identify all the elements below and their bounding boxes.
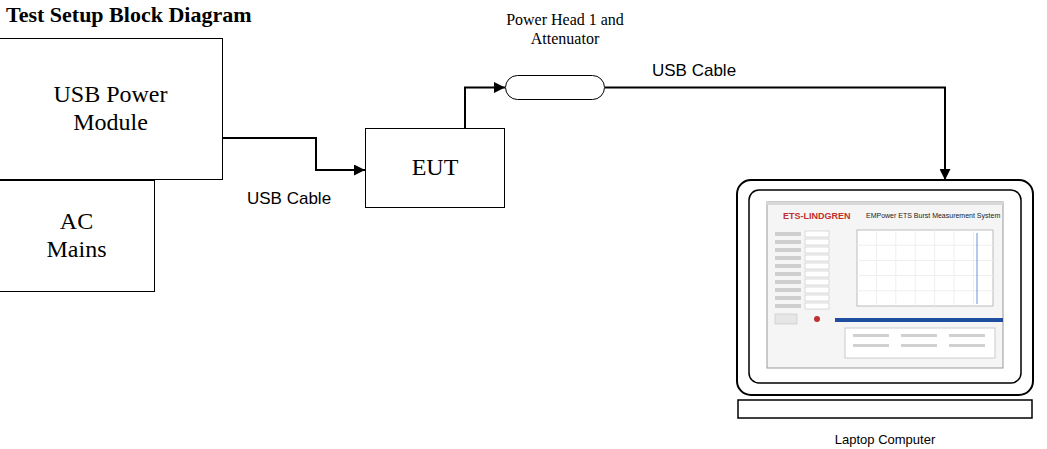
laptop-screen: [737, 180, 1033, 395]
cable-label: USB Cable: [650, 61, 738, 81]
screen-bezel: [749, 190, 1021, 383]
power-module-box: USB Power Module: [0, 38, 223, 180]
diagram-title: Test Setup Block Diagram: [6, 2, 251, 28]
brand-label: ETS-LINDGREN: [783, 211, 851, 221]
node-label: USB Power Module: [36, 81, 186, 136]
cable-connector: [465, 88, 505, 129]
cable-label: USB Cable: [245, 189, 333, 209]
software-screenshot: [767, 202, 1003, 368]
power-head-shape: [505, 75, 605, 100]
node-label: Power Head 1 and Attenuator: [505, 10, 625, 48]
software-title: EMPower ETS Burst Measurement System: [866, 212, 1000, 219]
power-head-node: Power Head 1 and Attenuator: [490, 10, 640, 100]
ac-mains-box: AC Mains: [0, 180, 155, 292]
cable-connector: [605, 88, 945, 181]
node-label: Laptop Computer: [735, 432, 1035, 447]
node-label: AC Mains: [32, 208, 122, 263]
cable-connector: [223, 138, 365, 170]
eut-box: EUT: [365, 128, 505, 208]
node-label: EUT: [412, 154, 459, 182]
laptop-base: [738, 400, 1032, 418]
